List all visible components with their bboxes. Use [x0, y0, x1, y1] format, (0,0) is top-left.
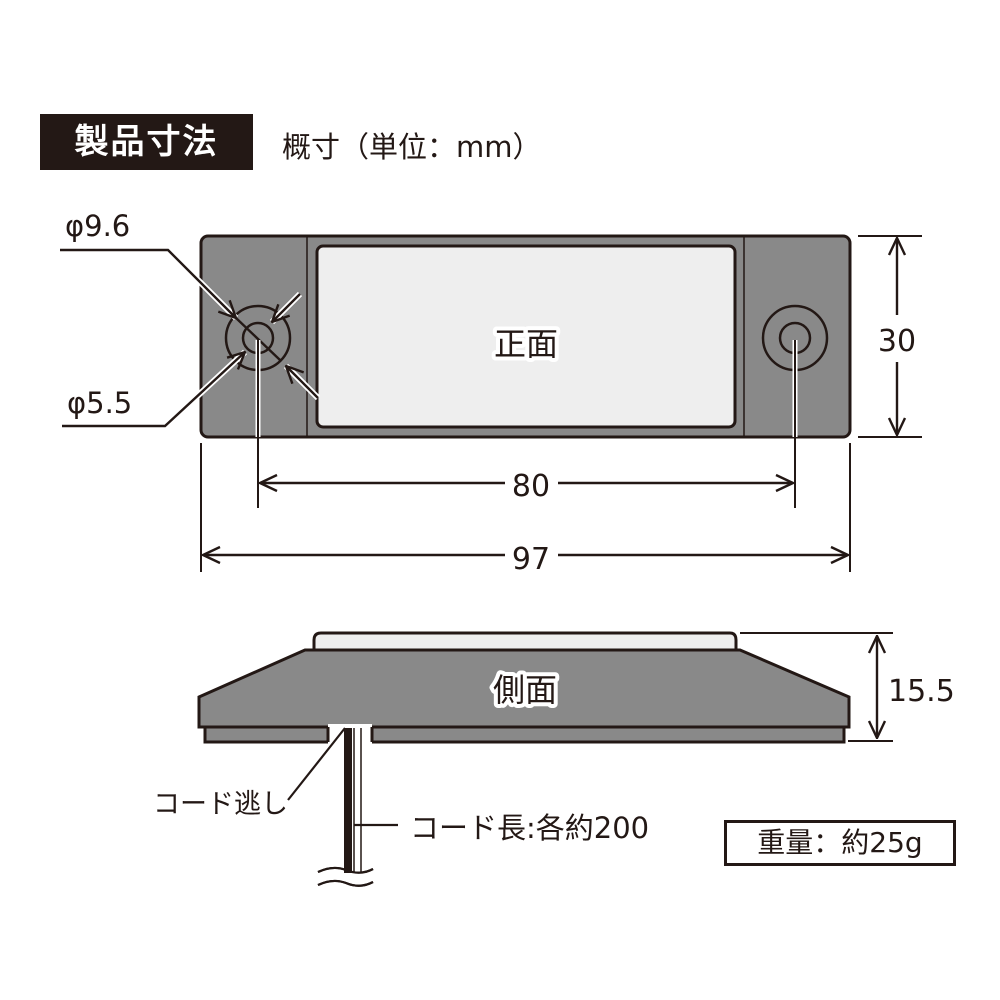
inner-diameter-label: φ5.5: [67, 386, 132, 420]
overall-width-label: 97: [512, 542, 550, 577]
front-view: φ9.6 φ5.5 正面 正面 80 97 30: [60, 209, 922, 577]
weight-spec-box: 重量：約25g: [724, 820, 956, 866]
cord-relief-label: コード逃し: [153, 789, 288, 820]
side-lens: [312, 631, 738, 652]
cord-black: [344, 728, 352, 878]
height-label: 30: [878, 324, 916, 359]
title-badge: [40, 114, 253, 170]
side-view-label: 側面: [493, 671, 557, 709]
cord-length-label: コード長:各約200: [410, 811, 649, 845]
front-view-label: 正面: [494, 325, 558, 363]
front-lens: [315, 244, 737, 429]
side-view-label-halo: 側面: [493, 671, 557, 709]
outer-diameter-label: φ9.6: [65, 209, 130, 243]
unit-note: 概寸（単位：mm）: [282, 130, 542, 164]
thickness-label: 15.5: [888, 674, 955, 709]
hole-pitch-label: 80: [512, 469, 550, 504]
front-view-label-halo: 正面: [494, 325, 558, 363]
page-title: 製品寸法: [74, 122, 219, 162]
side-view: 側面 側面 コード逃し コード長:各約200 15.5: [153, 631, 955, 887]
weight-spec: 重量：約25g: [757, 826, 923, 859]
front-lens-frame: [306, 235, 745, 438]
